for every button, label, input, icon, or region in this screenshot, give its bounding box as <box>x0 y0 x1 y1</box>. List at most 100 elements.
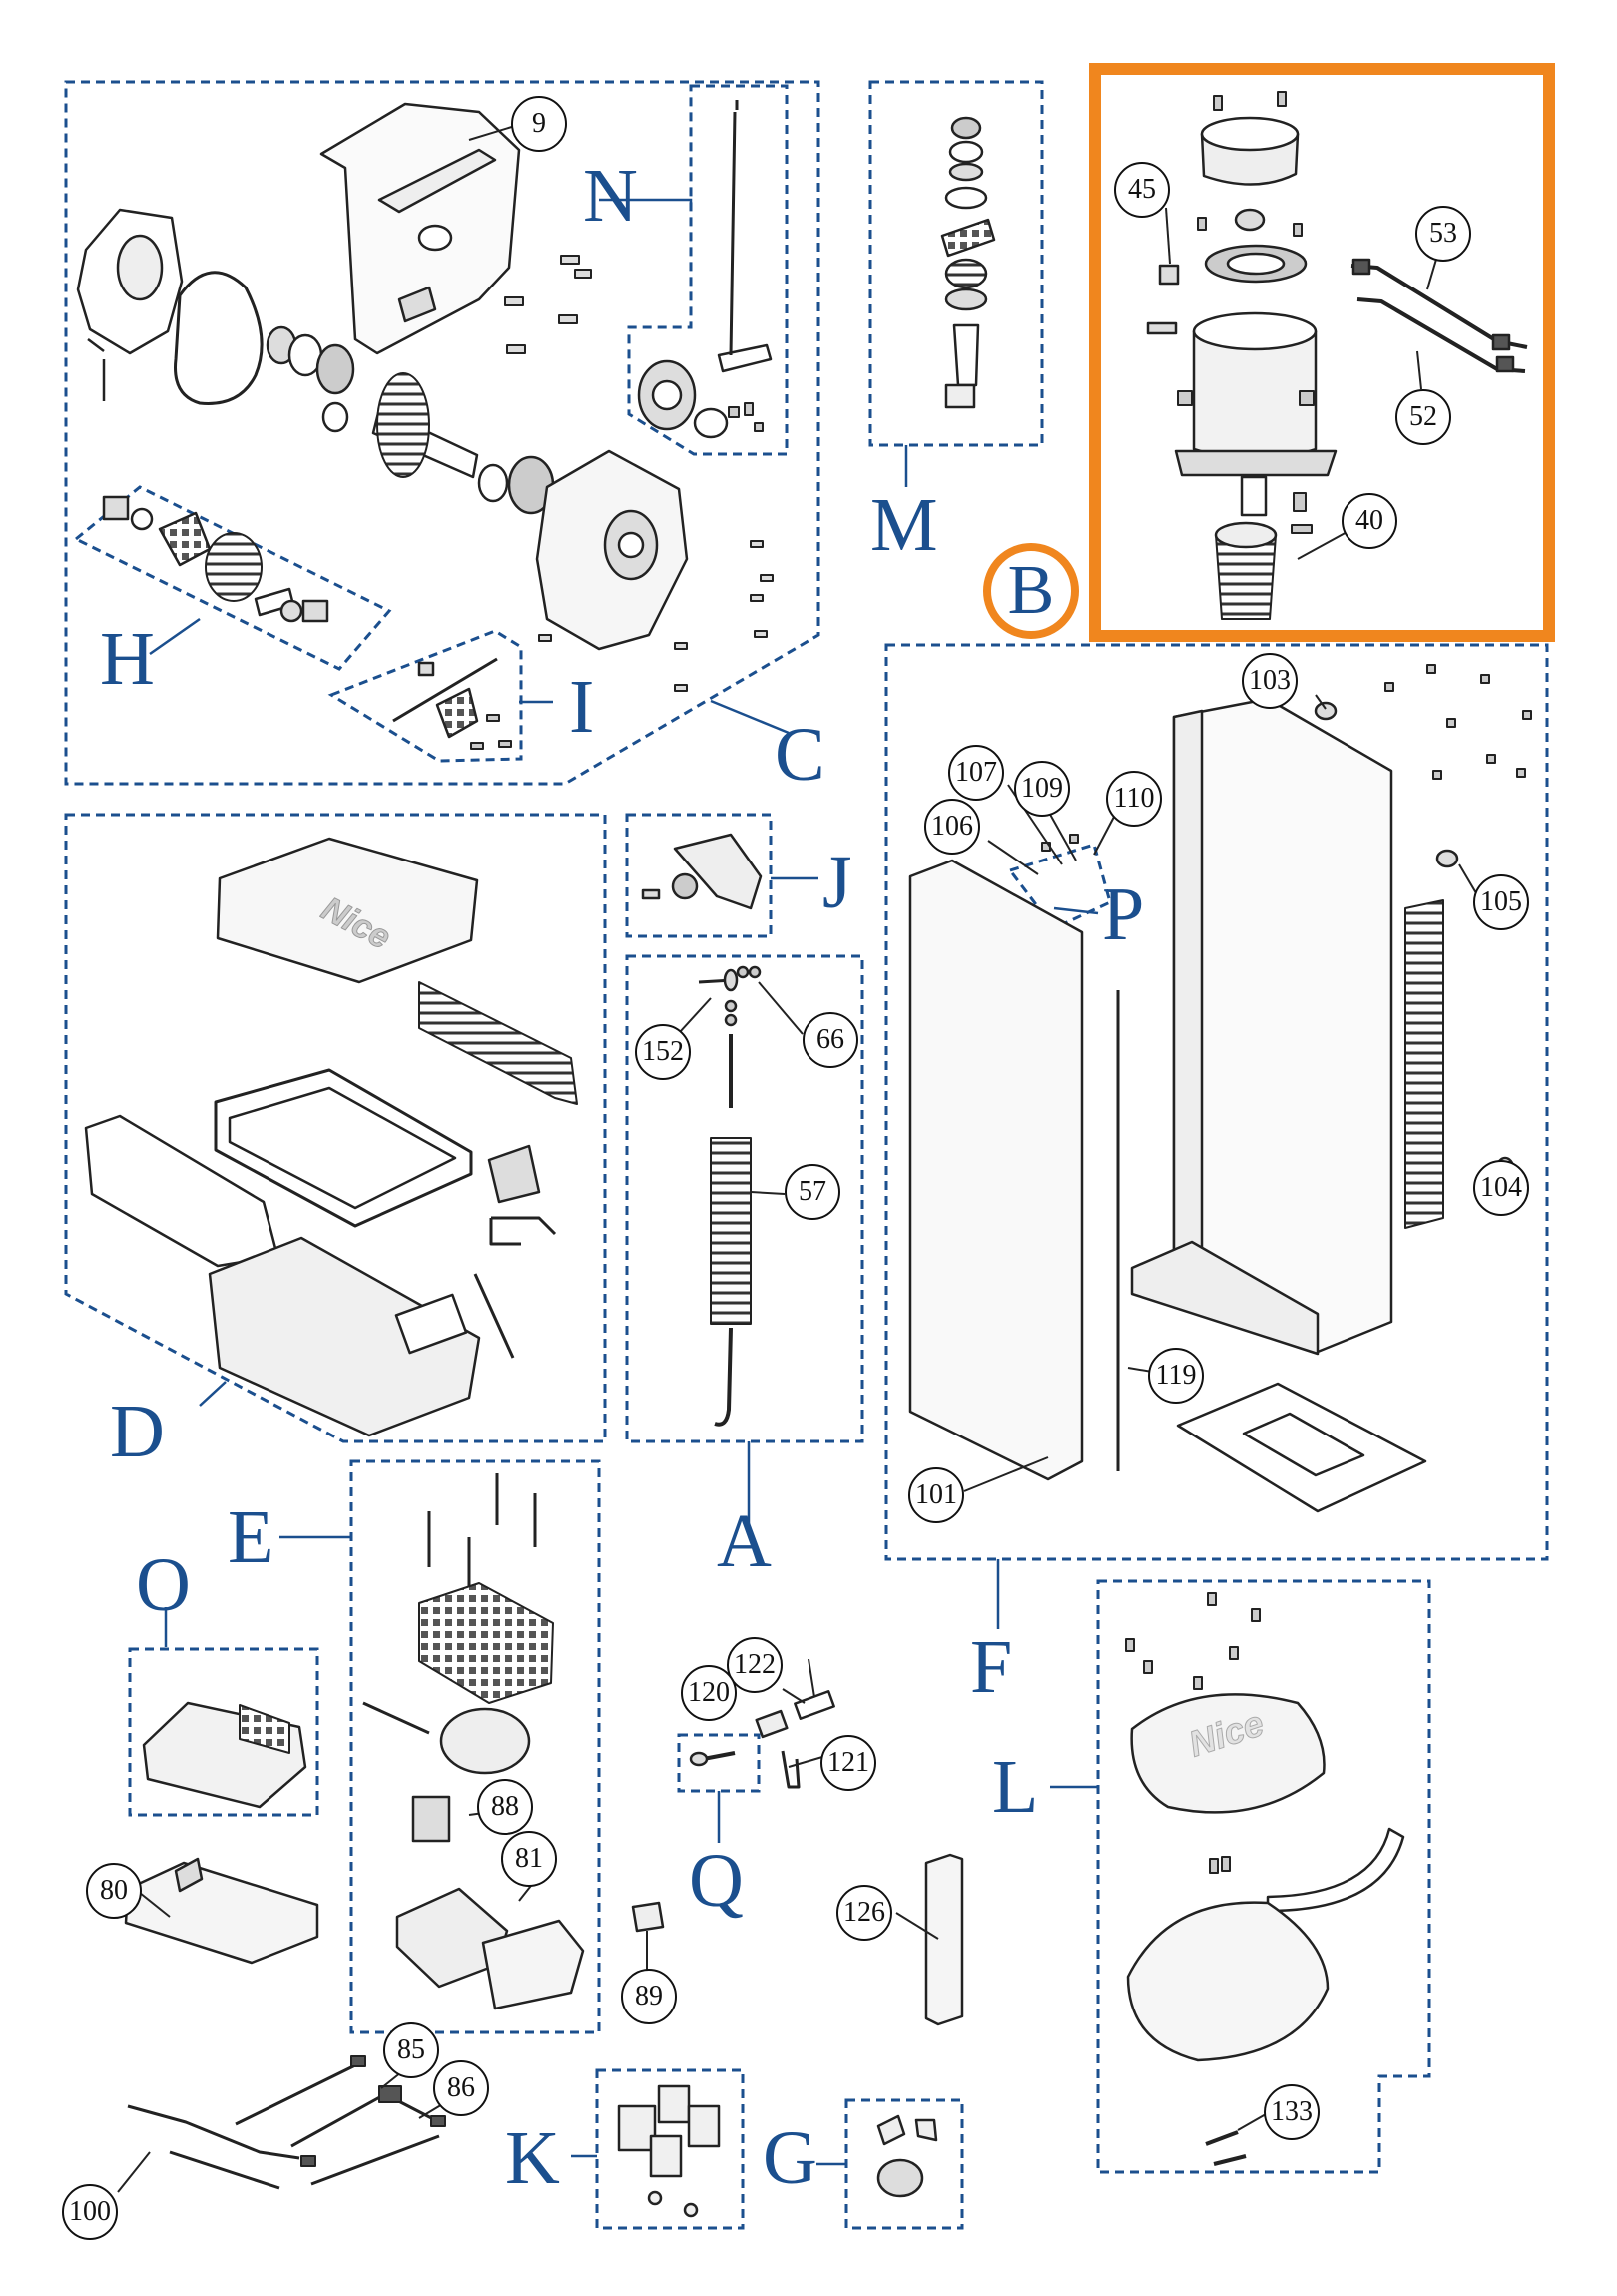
outline-I <box>327 629 523 763</box>
outline-C <box>64 80 820 786</box>
capacitor <box>439 1707 531 1775</box>
release-rod <box>729 100 739 356</box>
callout-85: 85 <box>383 2022 439 2078</box>
lamp-cover <box>1130 1693 1326 1814</box>
profile-126 <box>924 1853 964 2026</box>
callout-100: 100 <box>62 2184 118 2240</box>
base-plate <box>1176 1382 1427 1513</box>
group-label-M: M <box>870 483 938 567</box>
spring <box>710 1137 752 1325</box>
cables-bottom <box>127 2062 440 2190</box>
callout-81: 81 <box>501 1831 557 1887</box>
callout-106: 106 <box>924 799 980 855</box>
outline-M <box>868 80 1044 447</box>
callout-52: 52 <box>1395 389 1451 445</box>
group-label-A: A <box>717 1499 772 1583</box>
group-label-Q: Q <box>689 1839 744 1923</box>
callout-133: 133 <box>1264 2084 1320 2140</box>
group-label-I: I <box>569 665 595 749</box>
callout-126: 126 <box>836 1885 892 1941</box>
callout-86: 86 <box>433 2060 489 2116</box>
callout-110: 110 <box>1106 771 1162 827</box>
outline-J <box>625 813 773 938</box>
side-panel-left <box>84 1114 279 1268</box>
callout-89: 89 <box>621 1969 677 2024</box>
callout-80: 80 <box>86 1863 142 1919</box>
callout-103: 103 <box>1242 653 1298 709</box>
part-drawings: Nice <box>76 91 1532 2218</box>
group-label-B: B <box>983 543 1079 639</box>
group-label-E: E <box>228 1495 274 1579</box>
callout-107: 107 <box>948 745 1004 801</box>
callout-109: 109 <box>1014 761 1070 817</box>
outline-D <box>64 813 607 1443</box>
group-label-L: L <box>992 1745 1039 1829</box>
door-panel <box>908 859 1084 1481</box>
callout-101: 101 <box>908 1467 964 1523</box>
callout-105: 105 <box>1473 874 1529 930</box>
control-unit <box>362 1473 585 2010</box>
cover-assembly: Nice <box>84 837 578 1437</box>
pinion <box>158 511 212 567</box>
callout-9: 9 <box>511 96 567 152</box>
group-label-K: K <box>505 2116 560 2200</box>
callout-152: 152 <box>635 1024 691 1080</box>
outline-H <box>73 485 392 671</box>
callout-121: 121 <box>820 1735 876 1791</box>
group-outlines <box>64 80 1549 2230</box>
callout-57: 57 <box>785 1164 840 1220</box>
outline-N <box>627 84 789 456</box>
outline-A <box>625 954 864 1443</box>
base-tray <box>208 1236 481 1437</box>
gear-h <box>205 532 263 602</box>
callout-66: 66 <box>803 1012 858 1068</box>
group-label-D: D <box>110 1390 165 1473</box>
column-assembly <box>908 664 1532 1513</box>
gasket <box>174 271 264 405</box>
label-leaders <box>149 198 1099 2166</box>
group-label-P: P <box>1102 872 1145 956</box>
outline-Q <box>677 1733 761 1793</box>
callout-40: 40 <box>1342 493 1397 549</box>
bracket-h <box>102 495 130 521</box>
spindle-stack <box>940 116 996 409</box>
callout-119: 119 <box>1148 1348 1204 1404</box>
group-label-O: O <box>136 1543 191 1627</box>
outline-O <box>128 1647 319 1817</box>
callout-122: 122 <box>727 1637 783 1693</box>
limit-shaft <box>392 657 498 723</box>
limit-cams <box>435 687 479 739</box>
outline-L <box>1096 1579 1431 2174</box>
transformer <box>418 1582 554 1704</box>
bracket-80 <box>124 1861 319 1965</box>
outline-E <box>349 1459 601 2034</box>
group-label-C: C <box>775 713 825 797</box>
board-o <box>142 1701 307 1809</box>
main-gear <box>376 372 430 478</box>
group-label-J: J <box>822 841 852 924</box>
modules-k <box>617 2084 721 2218</box>
sensor-g <box>876 2114 938 2198</box>
group-label-F: F <box>970 1625 1013 1709</box>
outline-F <box>884 643 1549 1561</box>
callout-45: 45 <box>1114 162 1170 218</box>
group-label-G: G <box>763 2116 817 2200</box>
group-label-N: N <box>583 154 638 238</box>
lamp-base <box>1126 1901 1330 2062</box>
highlight-box-B <box>1089 63 1555 642</box>
spring-assembly <box>698 965 762 1427</box>
screws-c <box>504 255 592 354</box>
part-89 <box>631 1901 665 1933</box>
callout-88: 88 <box>477 1779 533 1835</box>
gasket-frame <box>214 1068 473 1228</box>
callout-104: 104 <box>1473 1160 1529 1216</box>
callout-53: 53 <box>1415 206 1471 262</box>
side-panel-right <box>418 981 578 1105</box>
callout-120: 120 <box>681 1665 737 1721</box>
lamp-ring <box>1266 1827 1405 1913</box>
top-cover <box>216 837 479 984</box>
rubber-strip <box>1404 899 1444 1229</box>
group-label-H: H <box>100 617 155 701</box>
lever-j <box>673 833 763 910</box>
